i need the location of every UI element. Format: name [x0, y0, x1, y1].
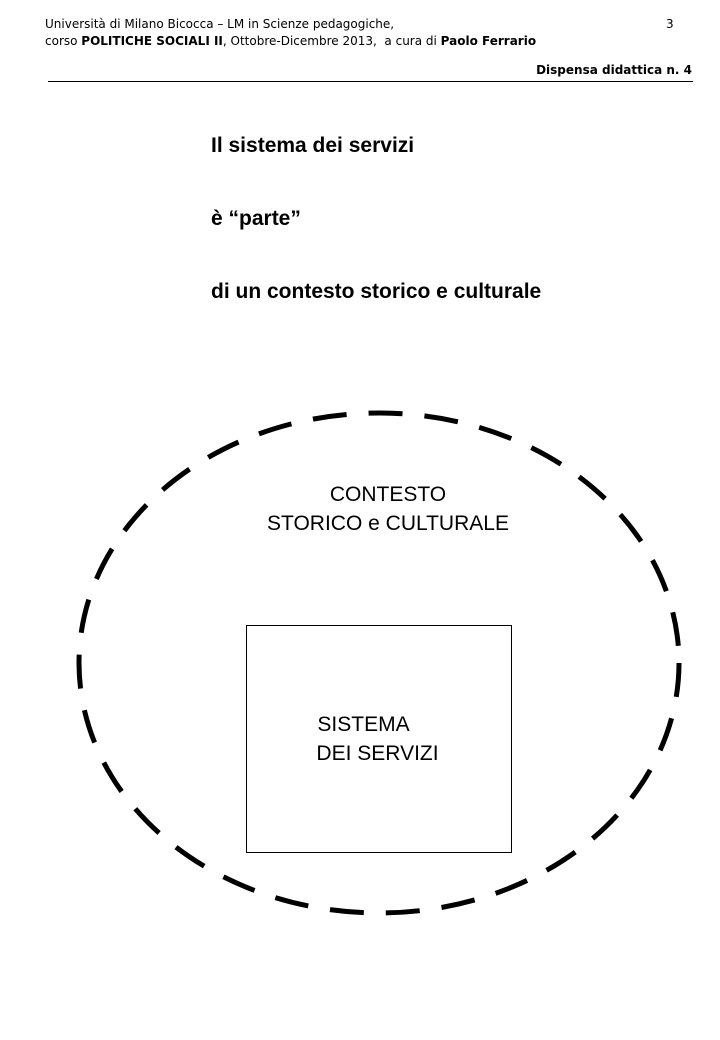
header-line-1: Università di Milano Bicocca – LM in Sci…	[45, 17, 395, 31]
header-prefix: corso	[45, 34, 82, 48]
header-rule	[48, 81, 693, 82]
services-box	[246, 625, 512, 853]
services-label-line-1: SISTEMA	[317, 713, 410, 736]
header-line-2: corso POLITICHE SOCIALI II, Ottobre-Dice…	[45, 33, 536, 50]
context-ellipse	[76, 410, 682, 916]
course-name: POLITICHE SOCIALI II	[81, 34, 223, 48]
context-label-line-2: STORICO e CULTURALE	[267, 512, 509, 535]
page-number: 3	[666, 17, 674, 31]
services-label-line-2: DEI SERVIZI	[316, 742, 439, 765]
header-mid: , Ottobre-Dicembre 2013, a cura di	[222, 34, 441, 48]
title-line-3: di un contesto storico e culturale	[211, 280, 542, 303]
context-label: CONTESTO STORICO e CULTURALE	[230, 480, 546, 538]
services-label: SISTEMA DEI SERVIZI	[290, 710, 465, 768]
context-label-line-1: CONTESTO	[329, 483, 447, 506]
author-name: Paolo Ferrario	[440, 34, 537, 48]
handout-label: Dispensa didattica n. 4	[536, 63, 692, 77]
title-line-2: è “parte”	[211, 207, 301, 230]
title-line-1: Il sistema dei servizi	[211, 134, 415, 157]
